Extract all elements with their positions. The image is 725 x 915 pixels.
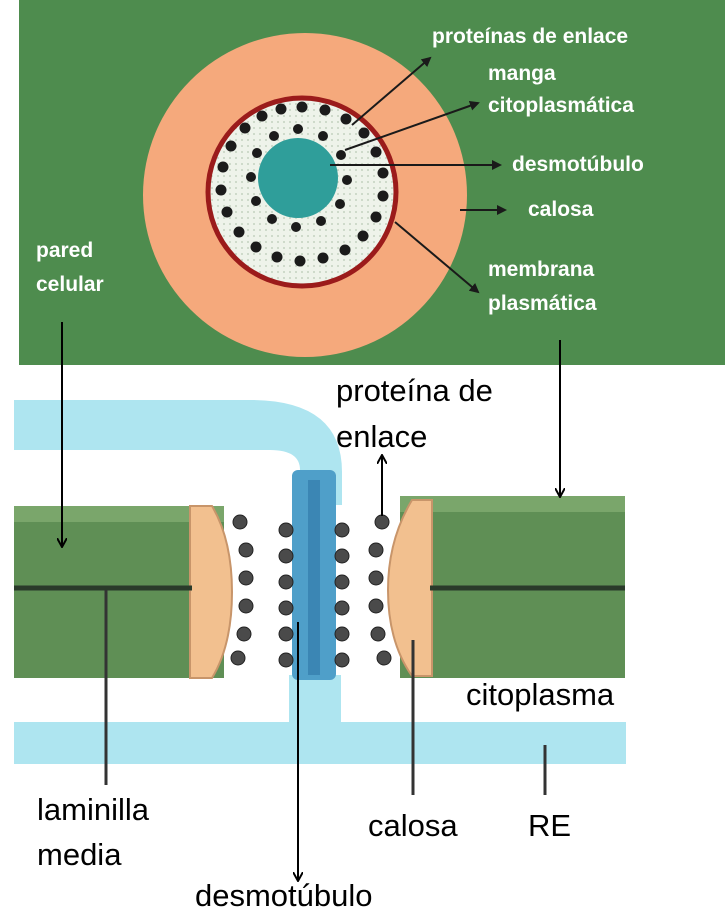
bottom-panel [14,400,626,795]
protein-dot [318,131,328,141]
protein-dot [279,653,293,667]
label-laminilla-line2: media [37,837,122,872]
label-citoplasma: citoplasma [466,677,615,712]
top-panel: proteínas de enlace manga citoplasmática… [19,0,725,365]
protein-dot [239,571,253,585]
protein-dot [279,601,293,615]
protein-dot [378,191,389,202]
protein-dot [369,599,383,613]
label-pared-line2: celular [36,273,104,296]
label-desmotubulo: desmotúbulo [512,153,644,176]
protein-dot [371,212,382,223]
protein-dot [371,147,382,158]
label-proteina-line2: enlace [336,419,427,454]
protein-dot [369,571,383,585]
protein-dot [269,131,279,141]
label-proteina-line1: proteína de [336,373,493,408]
protein-dot [231,651,245,665]
desmotubule-core [258,138,338,218]
protein-dot [341,114,352,125]
protein-dot [251,242,262,253]
protein-dot [335,627,349,641]
protein-dot [378,168,389,179]
label-pared-line1: pared [36,239,93,262]
protein-dot [342,175,352,185]
protein-dot [375,515,389,529]
protein-dot [272,252,283,263]
protein-dot [358,231,369,242]
protein-dot [237,627,251,641]
protein-dot [335,575,349,589]
protein-dot [240,123,251,134]
protein-dot [336,150,346,160]
label-proteinas-enlace: proteínas de enlace [432,25,628,48]
protein-dot [369,543,383,557]
protein-dot [252,148,262,158]
protein-dot [226,141,237,152]
desmotubule-core-line [308,480,320,675]
er-desmo-connector [289,675,341,735]
protein-dot [320,105,331,116]
right-wall-highlight [400,496,625,512]
protein-dot [216,185,227,196]
protein-dot [279,575,293,589]
protein-dot [257,111,268,122]
protein-dot [276,104,287,115]
protein-dot [340,245,351,256]
protein-dot [335,523,349,537]
protein-dot [335,199,345,209]
protein-dot [295,256,306,267]
protein-dot [222,207,233,218]
protein-dot [251,196,261,206]
protein-dot [233,515,247,529]
label-manga-line2: citoplasmática [488,94,634,117]
protein-dot [279,523,293,537]
protein-dot [335,601,349,615]
label-calosa: calosa [528,198,594,221]
right-calosa [388,500,432,676]
protein-dot [246,172,256,182]
label-membrana-line1: membrana [488,258,595,281]
label-re: RE [528,808,571,843]
membrane-protein-dots-left [231,515,253,665]
protein-dot [371,627,385,641]
protein-dot [293,124,303,134]
protein-dot [239,543,253,557]
protein-dot [335,653,349,667]
protein-dot [234,227,245,238]
protein-dot [297,102,308,113]
protein-dot [279,627,293,641]
protein-dot [239,599,253,613]
protein-dot [218,162,229,173]
protein-dot [335,549,349,563]
label-desmotubulo-bottom: desmotúbulo [195,878,373,913]
protein-dot [279,549,293,563]
label-membrana-line2: plasmática [488,292,597,315]
label-manga-line1: manga [488,62,556,85]
protein-dot [318,253,329,264]
left-calosa [190,506,232,678]
protein-dot [359,128,370,139]
protein-dot [316,216,326,226]
label-calosa-bottom: calosa [368,808,458,843]
label-laminilla-line1: laminilla [37,792,150,827]
protein-dot [377,651,391,665]
protein-dot [267,214,277,224]
protein-dot [291,222,301,232]
